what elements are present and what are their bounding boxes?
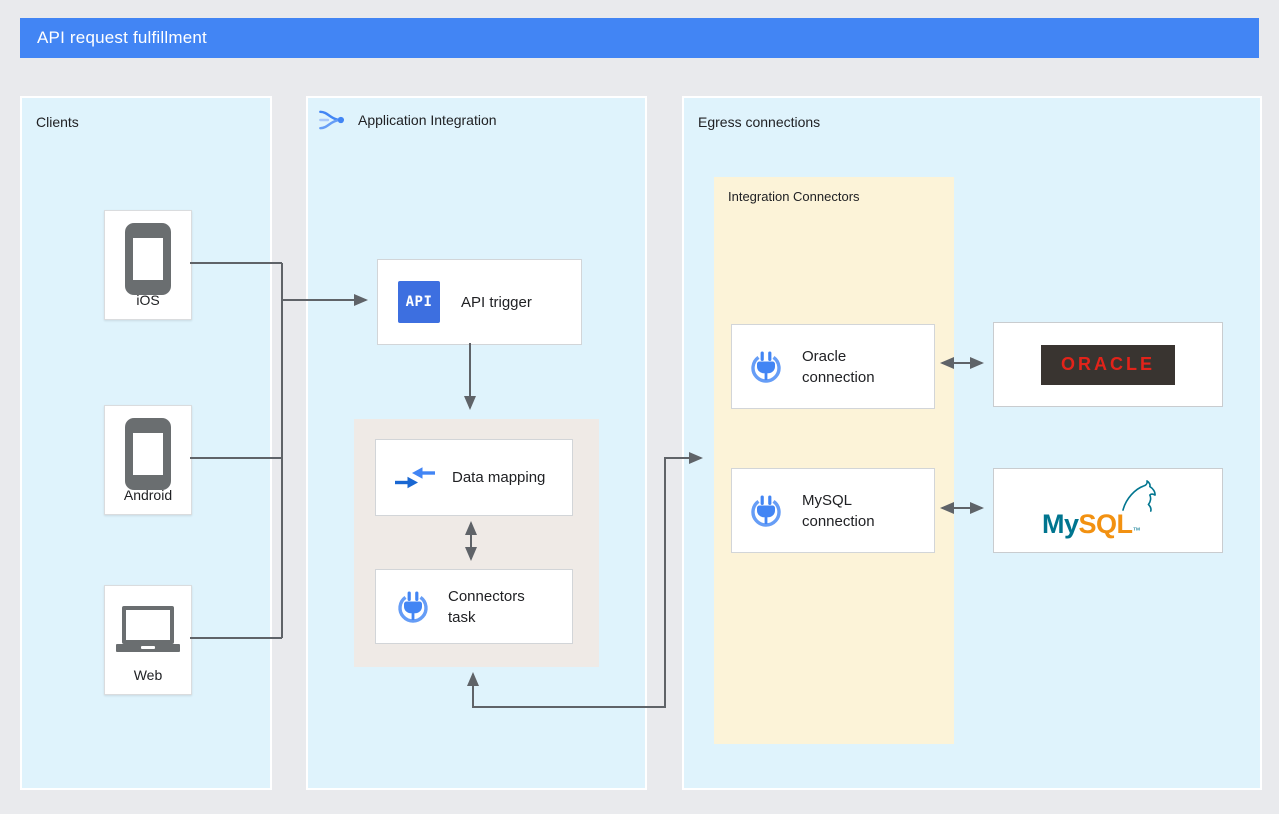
application-integration-label: Application Integration: [358, 112, 497, 128]
connector-icon: [751, 351, 781, 383]
egress-connections-panel: Egress connections Integration Connector…: [682, 96, 1262, 790]
application-integration-header: Application Integration: [318, 106, 497, 134]
integration-connectors-label: Integration Connectors: [728, 189, 860, 204]
mysql-connection-box: MySQL connection: [731, 468, 935, 553]
oracle-database-box: ORACLE: [993, 322, 1223, 407]
mysql-database-box: MySQL™: [993, 468, 1223, 553]
oracle-connection-box: Oracle connection: [731, 324, 935, 409]
diagram-title-banner: API request fulfillment: [20, 18, 1259, 58]
connectors-task-label: Connectors task: [448, 587, 525, 626]
mysql-connection-label: MySQL connection: [802, 491, 875, 530]
data-mapping-box: Data mapping: [375, 439, 573, 516]
mysql-logo-text: MySQL™: [1042, 508, 1141, 539]
oracle-logo-text: ORACLE: [1061, 354, 1155, 374]
client-card-android: Android: [104, 405, 192, 515]
clients-panel: Clients iOS Android Web: [20, 96, 272, 790]
egress-panel-label: Egress connections: [698, 114, 821, 130]
smartphone-icon: [125, 418, 171, 490]
client-card-label: Web: [133, 667, 163, 683]
connectors-task-box: Connectors task: [375, 569, 573, 644]
api-badge-text: API: [405, 294, 433, 310]
bottom-strip: [0, 814, 1279, 820]
mysql-dolphin-icon: [1122, 479, 1156, 512]
application-integration-icon: [319, 110, 345, 130]
integration-process-zone: Data mapping Connectors task: [354, 419, 599, 667]
client-card-label: Android: [123, 487, 173, 503]
client-card-ios: iOS: [104, 210, 192, 320]
integration-connectors-zone: Integration Connectors Oracle connection: [714, 177, 954, 744]
api-trigger-icon: API: [398, 281, 440, 323]
clients-panel-label: Clients: [36, 114, 79, 130]
data-mapping-label: Data mapping: [452, 469, 546, 486]
client-card-label: iOS: [136, 292, 160, 308]
api-trigger-label: API trigger: [461, 293, 532, 311]
client-card-web: Web: [104, 585, 192, 695]
diagram-title: API request fulfillment: [37, 28, 207, 47]
connector-icon: [751, 495, 781, 527]
smartphone-icon: [125, 223, 171, 295]
data-mapping-icon: [395, 466, 435, 488]
laptop-icon: [116, 606, 180, 652]
application-integration-panel: Application Integration API API trigger …: [306, 96, 647, 790]
mysql-logo: MySQL™: [1042, 479, 1174, 542]
oracle-logo: ORACLE: [1041, 344, 1175, 385]
connector-icon: [398, 591, 428, 623]
oracle-connection-label: Oracle connection: [802, 347, 875, 386]
api-trigger-box: API API trigger: [377, 259, 582, 345]
